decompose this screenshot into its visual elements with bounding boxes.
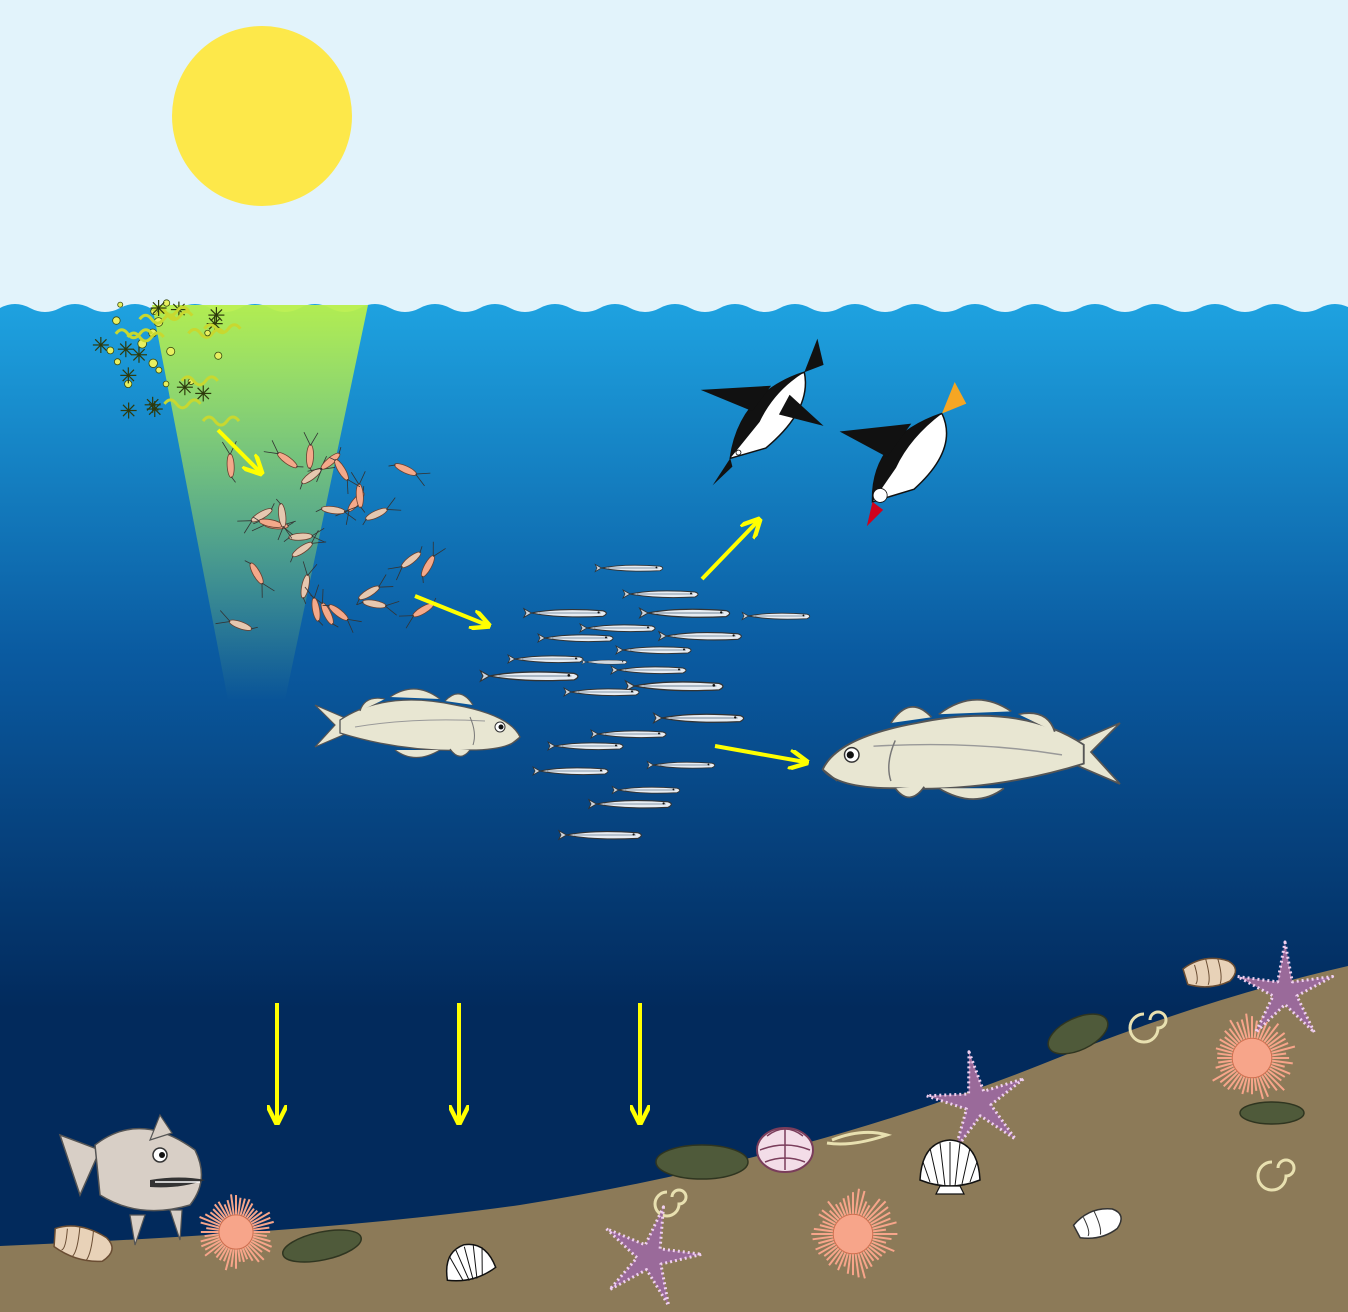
- sea-urchin-icon: [757, 1128, 813, 1172]
- sea-cucumber-icon: [1240, 1102, 1304, 1124]
- sun-icon: [172, 26, 352, 206]
- sea-cucumber-icon: [656, 1145, 748, 1179]
